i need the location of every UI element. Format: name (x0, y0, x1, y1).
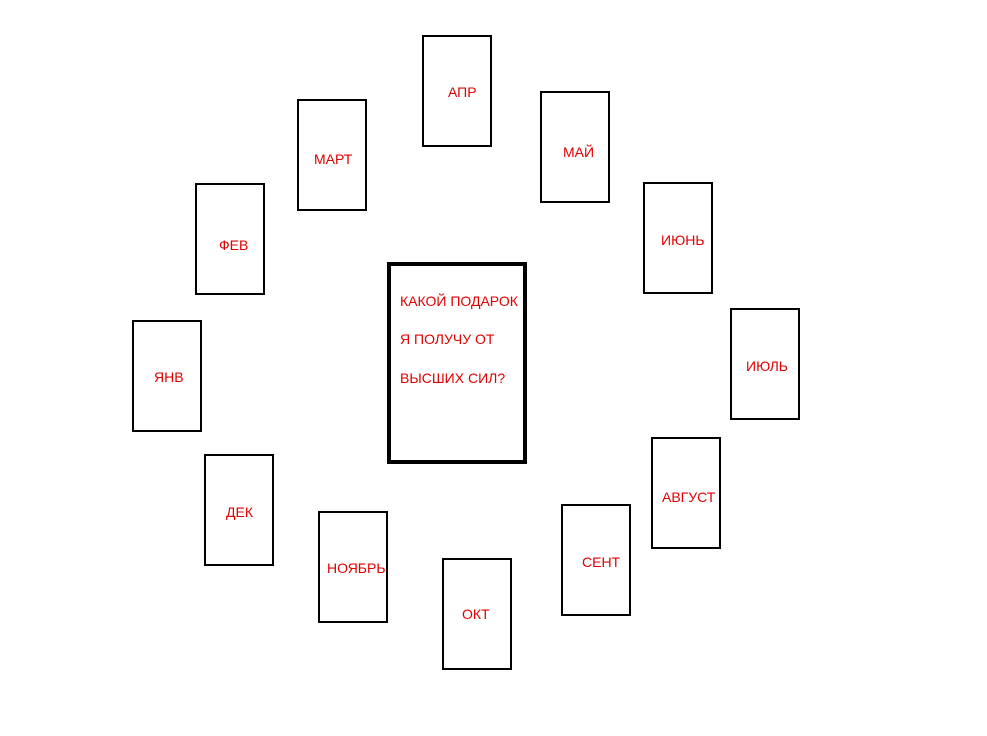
card-label-november: НОЯБРЬ (327, 560, 386, 576)
card-label-february: ФЕВ (219, 237, 249, 253)
card-label-january: ЯНВ (154, 369, 184, 385)
card-july[interactable]: ИЮЛЬ (730, 308, 800, 420)
card-september[interactable]: СЕНТ (561, 504, 631, 616)
card-label-september: СЕНТ (582, 554, 621, 570)
card-january[interactable]: ЯНВ (132, 320, 202, 432)
card-november[interactable]: НОЯБРЬ (318, 511, 388, 623)
card-label-august: АВГУСТ (662, 489, 716, 505)
card-label-july: ИЮЛЬ (746, 358, 788, 374)
card-february[interactable]: ФЕВ (195, 183, 265, 295)
card-label-december: ДЕК (226, 504, 253, 520)
card-december[interactable]: ДЕК (204, 454, 274, 566)
card-label-june: ИЮНЬ (661, 232, 705, 248)
card-march[interactable]: МАРТ (297, 99, 367, 211)
question-line-3: ВЫСШИХ СИЛ? (400, 370, 506, 386)
question-card[interactable]: КАКОЙ ПОДАРОК Я ПОЛУЧУ ОТ ВЫСШИХ СИЛ? (387, 262, 527, 464)
card-june[interactable]: ИЮНЬ (643, 182, 713, 294)
card-label-october: ОКТ (462, 606, 490, 622)
card-label-march: МАРТ (314, 151, 353, 167)
card-april[interactable]: АПР (422, 35, 492, 147)
question-line-2: Я ПОЛУЧУ ОТ (400, 331, 495, 347)
card-august[interactable]: АВГУСТ (651, 437, 721, 549)
card-may[interactable]: МАЙ (540, 91, 610, 203)
card-label-may: МАЙ (563, 144, 595, 160)
card-october[interactable]: ОКТ (442, 558, 512, 670)
question-line-1: КАКОЙ ПОДАРОК (400, 293, 518, 309)
card-label-april: АПР (448, 84, 477, 100)
